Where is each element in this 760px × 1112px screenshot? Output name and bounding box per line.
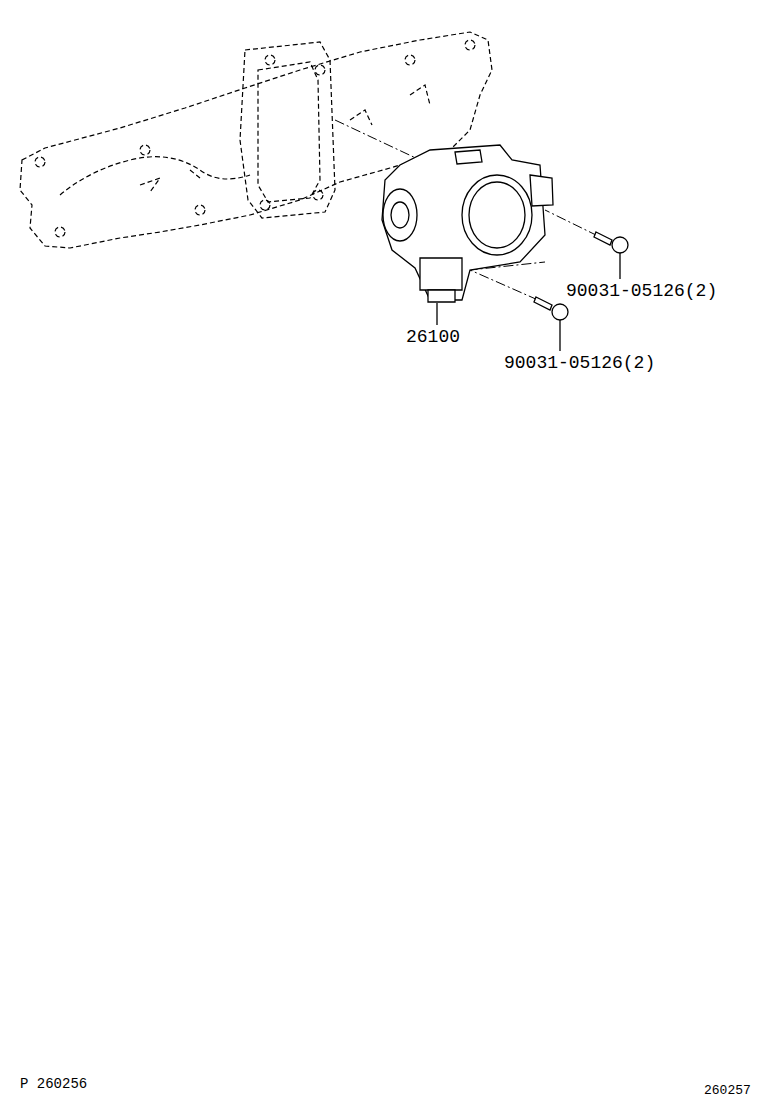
motor-cover bbox=[391, 202, 409, 228]
gasket-opening bbox=[258, 62, 320, 202]
throttle-housing bbox=[382, 145, 545, 300]
part-number: 90031-05126(2) bbox=[566, 282, 717, 302]
bolt-shaft bbox=[594, 232, 612, 245]
bolt-hole bbox=[315, 65, 325, 75]
throttle-bore bbox=[469, 182, 525, 248]
bolt bbox=[534, 232, 628, 320]
part-number: 90031-05126(2) bbox=[504, 354, 655, 374]
page-code: P 260256 bbox=[20, 1077, 87, 1092]
gasket-flange bbox=[240, 42, 335, 218]
bolt-shaft bbox=[534, 297, 552, 310]
leader-line bbox=[619, 253, 620, 279]
throttle-bore bbox=[462, 175, 532, 255]
bolt-hole bbox=[55, 227, 65, 237]
bolt-hole bbox=[405, 55, 415, 65]
leader-line bbox=[437, 253, 620, 351]
illustration-number: 260257 bbox=[704, 1084, 751, 1098]
bolt-hole bbox=[265, 55, 275, 65]
bolt-head bbox=[552, 304, 568, 320]
manifold-runner bbox=[60, 157, 250, 195]
bolt-hole bbox=[465, 40, 475, 50]
assembly-line bbox=[335, 120, 420, 160]
assembly-line bbox=[545, 210, 598, 236]
sensor-plug bbox=[428, 290, 455, 302]
mount-boss bbox=[455, 150, 482, 164]
sensor-housing bbox=[420, 258, 462, 290]
bolt-hole bbox=[313, 190, 323, 200]
bolt-hole bbox=[195, 205, 205, 215]
bolt-head bbox=[612, 237, 628, 253]
bolt-hole bbox=[35, 157, 45, 167]
leader-line bbox=[559, 320, 560, 351]
part-number: 26100 bbox=[406, 328, 460, 348]
assembly-line bbox=[335, 120, 598, 300]
motor-cover bbox=[383, 189, 417, 241]
leader-line bbox=[436, 303, 437, 325]
connector bbox=[530, 175, 553, 206]
bolt-hole bbox=[140, 145, 150, 155]
bolt-hole bbox=[260, 200, 270, 210]
manifold-rib bbox=[140, 85, 430, 192]
throttle-body bbox=[382, 145, 553, 302]
